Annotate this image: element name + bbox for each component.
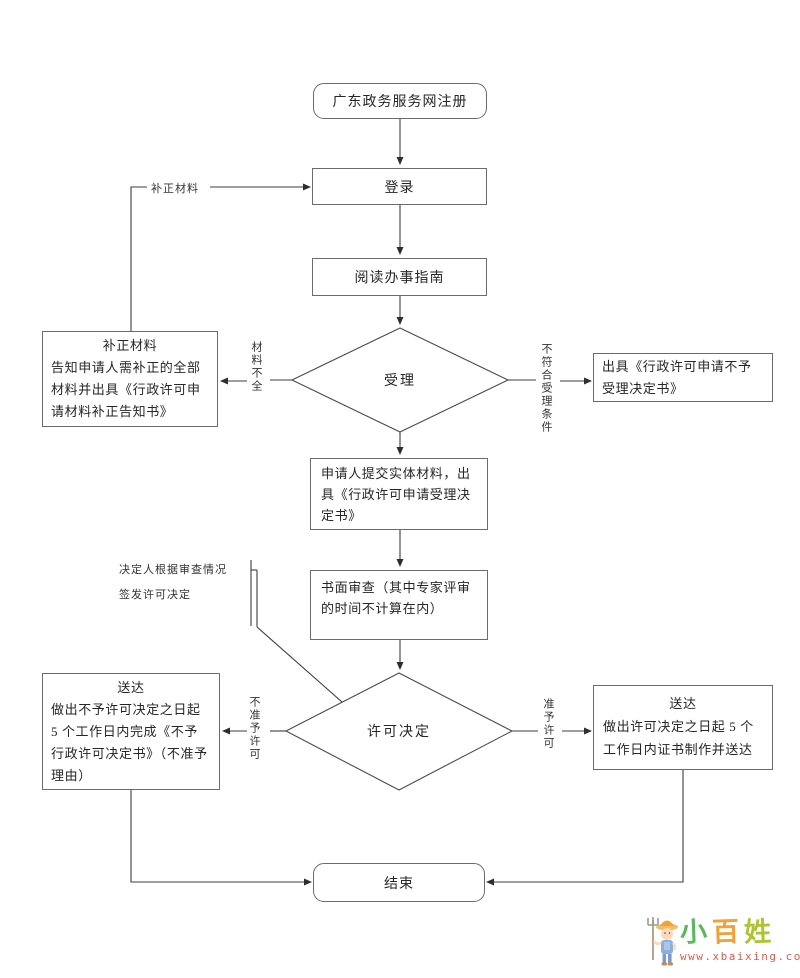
- node-supplement-title: 补正材料: [102, 338, 158, 353]
- node-read-guide-label: 阅读办事指南: [354, 271, 445, 286]
- node-login: 登录: [312, 168, 487, 205]
- node-deliver-deny-title: 送达: [117, 680, 145, 695]
- node-reject-body: 出具《行政许可申请不予受理决定书》: [602, 359, 752, 396]
- callout-leader: [256, 626, 343, 703]
- node-start: 广东政务服务网注册: [313, 83, 487, 119]
- watermark-brand-char: 百: [711, 916, 740, 948]
- edge-label-not-qualified: 不符合受理条件: [539, 343, 552, 434]
- node-supplement: 补正材料 告知申请人需补正的全部材料并出具《行政许可申请材料补正告知书》: [42, 331, 218, 427]
- node-submit-body: 申请人提交实体材料，出具《行政许可申请受理决定书》: [321, 466, 471, 523]
- node-deliver-grant-title: 送达: [669, 696, 697, 711]
- watermark-brand-char: 姓: [743, 916, 772, 948]
- node-deliver-grant-body: 做出许可决定之日起 5 个工作日内证书制作并送达: [603, 719, 754, 757]
- node-end: 结束: [313, 863, 485, 902]
- edge-label-deny: 不准予许可: [247, 696, 260, 761]
- edge-label-resubmit: 补正材料: [151, 180, 199, 196]
- watermark: 小百姓 www.xbaixing.com: [646, 908, 800, 974]
- node-end-label: 结束: [384, 876, 414, 892]
- node-reject: 出具《行政许可申请不予受理决定书》: [593, 353, 773, 402]
- node-accept-label: 受理: [384, 374, 416, 389]
- node-review-body: 书面审查（其中专家评审的时间不计算在内）: [321, 580, 471, 616]
- watermark-url: www.xbaixing.com: [680, 950, 800, 963]
- node-deliver-grant: 送达 做出许可决定之日起 5 个工作日内证书制作并送达: [593, 685, 773, 770]
- node-read-guide: 阅读办事指南: [312, 258, 487, 296]
- farmer-mascot-icon: [647, 917, 678, 966]
- node-supplement-body: 告知申请人需补正的全部材料并出具《行政许可申请材料补正告知书》: [51, 360, 201, 419]
- edge-supplement-login-a: [130, 186, 147, 331]
- node-decision-label: 许可决定: [367, 725, 431, 740]
- edge-label-incomplete: 材料不全: [249, 341, 262, 393]
- edge-deny-end: [130, 790, 312, 886]
- edge-label-grant: 准予许可: [541, 698, 554, 750]
- node-deliver-deny: 送达 做出不予许可决定之日起 5 个工作日内完成《不予行政许可决定书》（不准予理…: [42, 673, 220, 790]
- annotation-line1: 决定人根据审查情况: [119, 564, 227, 576]
- node-login-label: 登录: [384, 180, 415, 196]
- decision-diamond: [284, 672, 514, 791]
- node-review: 书面审查（其中专家评审的时间不计算在内）: [310, 570, 488, 640]
- node-deliver-deny-body: 做出不予许可决定之日起 5 个工作日内完成《不予行政许可决定书》（不准予理由）: [51, 702, 208, 783]
- node-submit: 申请人提交实体材料，出具《行政许可申请受理决定书》: [310, 458, 488, 530]
- node-start-label: 广东政务服务网注册: [332, 95, 468, 110]
- watermark-brand: 小百姓: [680, 910, 796, 949]
- annotation-line2: 签发许可决定: [119, 589, 191, 601]
- watermark-brand-char: 小: [679, 916, 708, 948]
- edge-grant-end: [486, 770, 684, 886]
